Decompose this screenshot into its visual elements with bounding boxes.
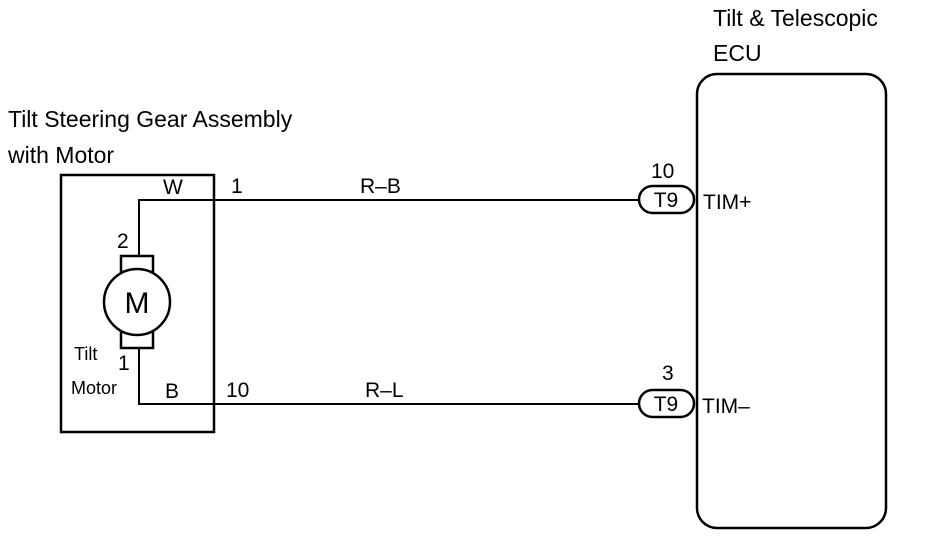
connector-label: T9: [654, 189, 679, 212]
harness-color: R–B: [360, 175, 401, 198]
assembly-title-line2: with Motor: [7, 142, 114, 168]
motor-symbol-circle: [102, 267, 172, 337]
assembly-wire-color: W: [163, 176, 183, 199]
motor-symbol: M: [125, 287, 150, 320]
assembly-pin: 1: [231, 175, 243, 198]
connector-pin: 3: [662, 362, 674, 385]
ecu-block: Tilt & Telescopic ECU: [695, 5, 888, 530]
ecu-title-line1: Tilt & Telescopic: [713, 5, 878, 31]
connector-pin: 10: [651, 160, 674, 183]
motor-pin-top: 2: [117, 230, 129, 253]
ecu-terminal: TIM+: [703, 191, 751, 214]
ecu-box: [695, 72, 888, 530]
assembly-block: Tilt Steering Gear Assembly with Motor M…: [7, 106, 293, 434]
motor-pin-bottom: 1: [118, 352, 130, 375]
assembly-title-line1: Tilt Steering Gear Assembly: [8, 106, 293, 132]
ecu-title-line2: ECU: [713, 40, 762, 66]
connector-t9: [637, 184, 696, 215]
motor-label-line2: Motor: [71, 378, 117, 398]
motor-label-line1: Tilt: [74, 344, 97, 364]
internal-wire-top: [138, 199, 214, 256]
assembly-wire-color: B: [165, 380, 179, 403]
assembly-box: [59, 173, 216, 434]
assembly-pin: 10: [226, 379, 249, 402]
ecu-terminal: TIM–: [702, 395, 750, 418]
internal-wire-bottom: [138, 348, 214, 405]
tilt-motor: M 2 1 Tilt Motor: [71, 230, 172, 398]
wire-tim-minus: B 10 R–L 3 T9 TIM–: [165, 362, 750, 419]
connector-t9: [637, 388, 696, 419]
harness-color: R–L: [365, 379, 404, 402]
connector-label: T9: [654, 393, 679, 416]
wire-tim-plus: W 1 R–B 10 T9 TIM+: [163, 160, 751, 215]
